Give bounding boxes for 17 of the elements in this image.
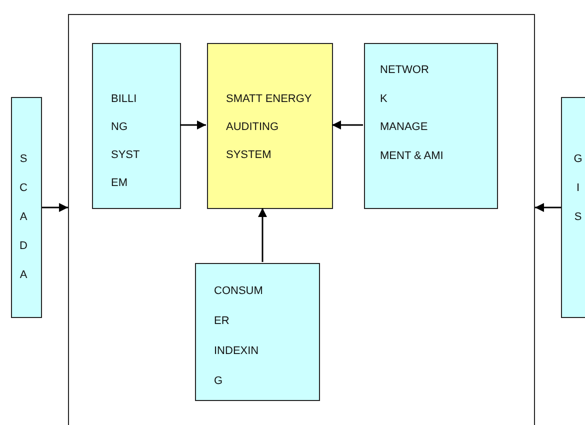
process-box [364,43,498,209]
process-box [207,43,333,209]
box-label: CONSUM ER INDEXIN G [214,284,263,388]
system-boundary-box [68,14,535,425]
process-box [92,43,181,209]
box-label: NETWOR K MANAGE MENT & AMI [380,63,444,164]
arrow [535,203,561,212]
box-label: SCADA [18,152,28,282]
box-label: GIS [572,152,584,224]
arrow [180,120,206,130]
arrow [332,120,363,130]
process-box [11,97,42,318]
box-label: SMATT ENERGY AUDITING SYSTEM [226,92,312,162]
arrow [42,203,68,212]
process-box [195,263,320,401]
arrow [258,208,267,262]
box-label: BILLI NG SYST EM [111,92,140,190]
